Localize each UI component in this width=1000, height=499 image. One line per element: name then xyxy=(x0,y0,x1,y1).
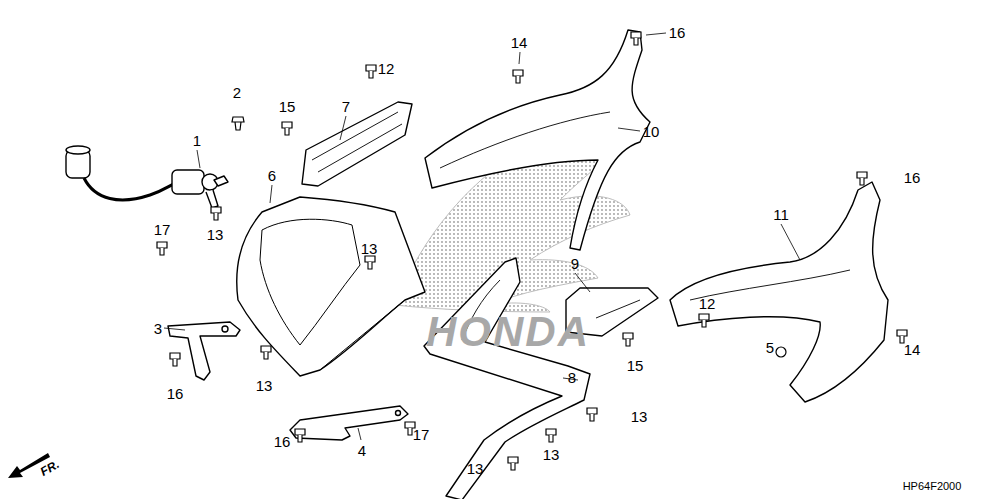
callout-number: 17 xyxy=(154,222,171,237)
callout-number: 10 xyxy=(643,124,660,139)
callout-number: 5 xyxy=(766,340,774,355)
callout-number: 7 xyxy=(342,99,350,114)
watermark-text: HONDA xyxy=(426,311,590,353)
callout-number: 14 xyxy=(904,342,921,357)
callout-number: 16 xyxy=(904,170,921,185)
body-panels xyxy=(66,30,888,499)
callout-number: 13 xyxy=(207,227,224,242)
callout-number: 9 xyxy=(571,256,579,271)
callout-number: 13 xyxy=(256,378,273,393)
callout-number: 4 xyxy=(358,443,366,458)
callout-number: 14 xyxy=(511,35,528,50)
callout-number: 16 xyxy=(274,434,291,449)
callout-number: 11 xyxy=(773,207,789,222)
callout-number: 16 xyxy=(669,25,686,40)
callout-number: 1 xyxy=(193,133,201,148)
diagram-code: HP64F2000 xyxy=(903,481,962,492)
callout-number: 13 xyxy=(543,447,560,462)
callout-number: 13 xyxy=(361,241,378,256)
callout-number: 15 xyxy=(627,358,644,373)
callout-number: 17 xyxy=(413,427,430,442)
callout-number: 2 xyxy=(233,85,241,100)
callout-number: 16 xyxy=(167,386,184,401)
callout-number: 3 xyxy=(154,321,162,336)
callout-number: 13 xyxy=(631,409,648,424)
leader-lines xyxy=(164,33,800,440)
callout-number: 13 xyxy=(467,461,484,476)
callout-number: 12 xyxy=(699,296,716,311)
callout-number: 12 xyxy=(378,61,395,76)
callout-number: 15 xyxy=(279,99,296,114)
callout-number: 6 xyxy=(268,168,276,183)
callout-number: 8 xyxy=(568,370,576,385)
fasteners xyxy=(157,32,907,470)
